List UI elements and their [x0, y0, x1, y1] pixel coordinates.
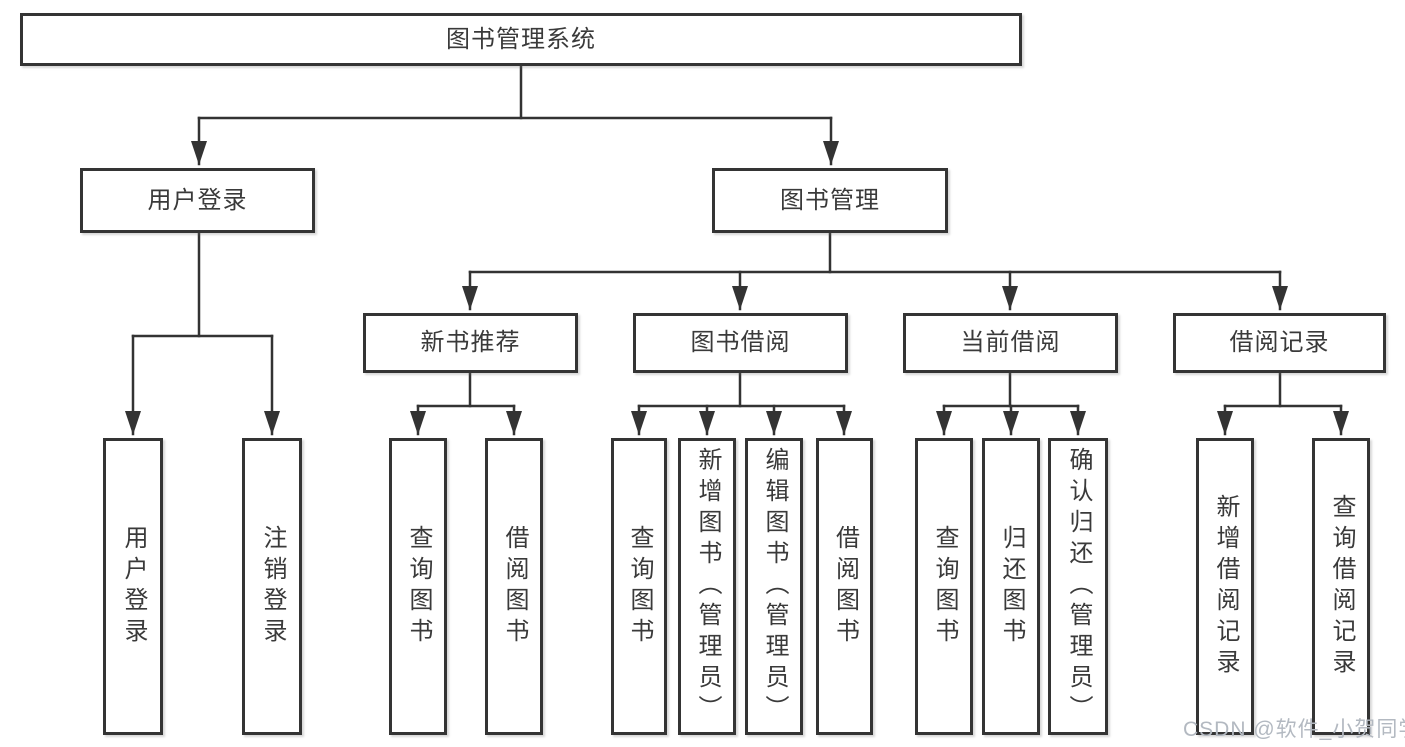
- leaf-query-borrow-record: 查询借阅记录: [1312, 438, 1370, 735]
- leaf-confirm-return-admin: 确认归还（管理员）: [1048, 438, 1108, 735]
- node-label: 图书管理: [780, 186, 880, 214]
- node-label: 用户登录: [147, 186, 248, 214]
- node-borrowing-records: 借阅记录: [1173, 313, 1386, 373]
- leaf-label: 注销登录: [259, 524, 286, 649]
- node-label: 图书管理系统: [446, 25, 596, 53]
- node-user-login: 用户登录: [80, 168, 315, 233]
- leaf-query-books-current: 查询图书: [915, 438, 973, 735]
- leaf-label: 查询图书: [931, 524, 958, 649]
- leaf-label: 借阅图书: [501, 524, 528, 649]
- node-label: 新书推荐: [420, 329, 521, 356]
- leaf-borrow-books: 借阅图书: [816, 438, 873, 735]
- leaf-label: 新增借阅记录: [1212, 493, 1239, 680]
- leaf-borrow-books-recommend: 借阅图书: [485, 438, 543, 735]
- node-label: 图书借阅: [690, 329, 791, 356]
- node-current-borrowing: 当前借阅: [903, 313, 1118, 373]
- leaf-query-books-recommend: 查询图书: [389, 438, 447, 735]
- leaf-label: 查询借阅记录: [1328, 493, 1355, 680]
- leaf-add-borrow-record: 新增借阅记录: [1196, 438, 1254, 735]
- leaf-return-book: 归还图书: [982, 438, 1040, 735]
- node-book-management: 图书管理: [712, 168, 948, 233]
- leaf-label: 编辑图书（管理员）: [761, 447, 788, 726]
- node-label: 当前借阅: [960, 329, 1061, 356]
- leaf-user-login: 用户登录: [103, 438, 163, 735]
- leaf-edit-book-admin: 编辑图书（管理员）: [745, 438, 803, 735]
- csdn-watermark: CSDN @软件_小贺同学: [1183, 718, 1405, 741]
- leaf-query-books-borrow: 查询图书: [611, 438, 667, 735]
- leaf-label: 用户登录: [120, 524, 147, 649]
- leaf-label: 确认归还（管理员）: [1065, 447, 1092, 726]
- leaf-label: 查询图书: [405, 524, 432, 649]
- leaf-label: 归还图书: [998, 524, 1025, 649]
- node-library-system: 图书管理系统: [20, 13, 1022, 66]
- node-new-book-recommendation: 新书推荐: [363, 313, 578, 373]
- node-label: 借阅记录: [1229, 329, 1330, 356]
- node-book-borrowing: 图书借阅: [633, 313, 848, 373]
- leaf-add-book-admin: 新增图书（管理员）: [678, 438, 736, 735]
- leaf-label: 新增图书（管理员）: [694, 447, 721, 726]
- leaf-logout: 注销登录: [242, 438, 302, 735]
- leaf-label: 查询图书: [626, 524, 653, 649]
- leaf-label: 借阅图书: [831, 524, 859, 649]
